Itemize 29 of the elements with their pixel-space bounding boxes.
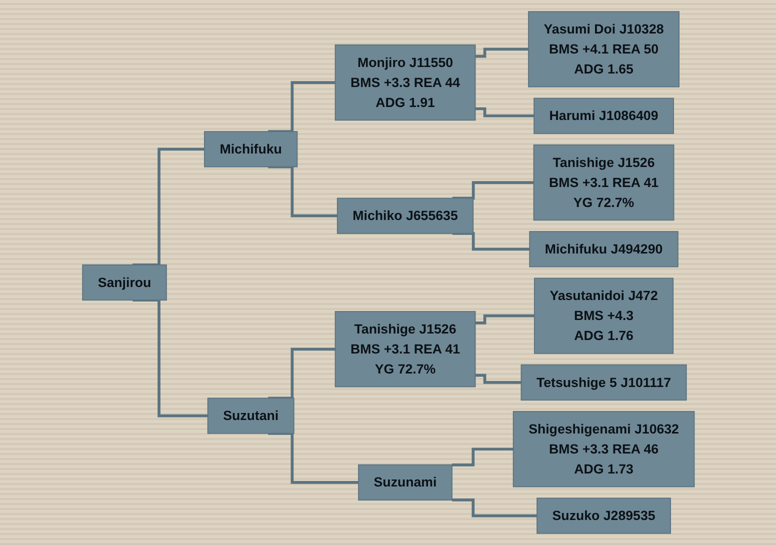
connector xyxy=(268,432,358,484)
connector xyxy=(474,107,534,118)
connector xyxy=(268,81,335,134)
connector xyxy=(452,498,537,518)
node-box: Monjiro J11550 BMS +3.3 REA 44 ADG 1.91 xyxy=(334,44,476,121)
connector xyxy=(268,348,335,400)
node-box: Suzunami xyxy=(358,464,452,501)
node-box: Suzuko J289535 xyxy=(536,498,671,534)
node-box: Shigeshigenami J10632 BMS +3.3 REA 46 ADG 1.73 xyxy=(512,411,694,488)
node-box: Michiko J655635 xyxy=(336,198,474,234)
node-box: Yasumi Doi J10328 BMS +4.1 REA 50 ADG 1.65 xyxy=(528,11,680,88)
connector xyxy=(474,314,534,324)
connector xyxy=(474,374,521,384)
connector xyxy=(452,448,513,466)
node-box: Suzutani xyxy=(206,398,294,434)
node-box: Tanishige J1526 BMS +3.1 REA 41 YG 72.7% xyxy=(334,311,476,388)
connector xyxy=(268,165,337,218)
connector xyxy=(132,148,204,266)
node-box: Sanjirou xyxy=(82,264,166,301)
node-box: Tanishige J1526 BMS +3.1 REA 41 YG 72.7% xyxy=(532,144,674,221)
node-box: Tetsushige 5 J101117 xyxy=(520,364,686,401)
connector xyxy=(474,48,528,58)
node-box: Yasutanidoi J472 BMS +4.3 ADG 1.76 xyxy=(534,278,674,354)
node-box: Harumi J1086409 xyxy=(533,98,674,134)
connector xyxy=(452,232,530,251)
connector xyxy=(132,298,208,418)
node-box: Michifuku J494290 xyxy=(528,231,678,268)
connector xyxy=(452,181,534,200)
node-box: Michifuku xyxy=(204,131,298,168)
